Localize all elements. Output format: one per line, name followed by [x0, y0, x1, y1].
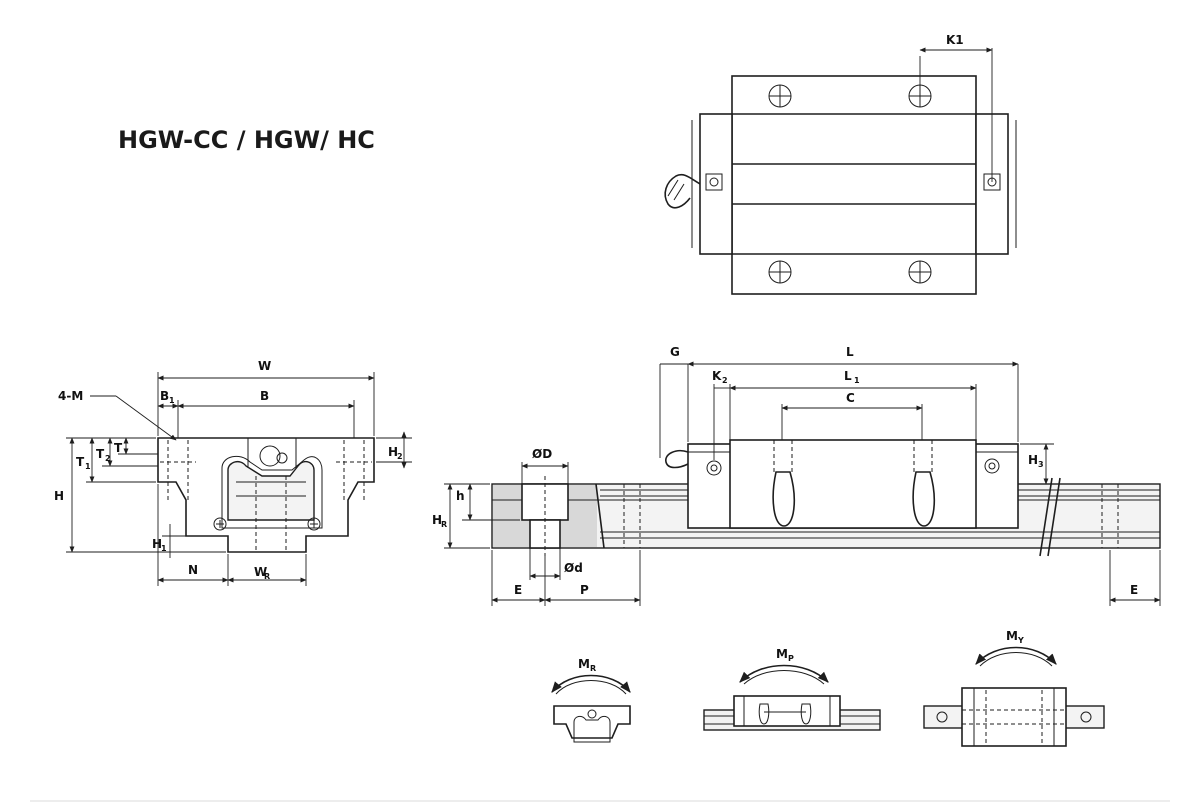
pitch-arrow-icon	[739, 664, 829, 683]
side-view: G L K 2 L 1 C H 3 ØD h H R	[432, 345, 1161, 606]
label-t: T	[114, 441, 123, 455]
label-c: C	[846, 391, 855, 405]
label-h-small: h	[456, 489, 465, 503]
front-view: W B 1 B 4-M H T 1 T 2 T H 2	[54, 359, 412, 586]
grease-hole	[259, 445, 281, 467]
break-line	[1039, 477, 1053, 557]
label-mp-sub: P	[788, 654, 794, 663]
label-l1-sub: 1	[854, 376, 860, 385]
bolt-slot	[912, 471, 936, 527]
ball-circuit	[307, 517, 321, 531]
side-grease-nipple	[665, 449, 689, 469]
end-seal-screw	[705, 173, 723, 191]
break-line	[1047, 477, 1061, 557]
label-wr-sub: R	[264, 572, 270, 581]
label-l: L	[846, 345, 854, 359]
label-b1-sub: 1	[169, 396, 175, 405]
side-screw	[984, 458, 1000, 474]
label-b1: B	[160, 389, 169, 403]
top-view-left-end-cap	[699, 113, 733, 255]
label-e-right: E	[1130, 583, 1138, 597]
label-g: G	[670, 345, 680, 359]
grease-nipple	[664, 173, 701, 209]
label-e-left: E	[514, 583, 522, 597]
label-k2: K	[712, 369, 722, 383]
label-mr: M	[578, 657, 590, 671]
label-od: ØD	[532, 447, 552, 461]
label-l1: L	[844, 369, 852, 383]
label-hr-sub: R	[441, 520, 447, 529]
label-mp: M	[776, 647, 788, 661]
label-my-sub: Y	[1017, 636, 1024, 645]
ball-circuit	[213, 517, 227, 531]
label-w: W	[258, 359, 271, 373]
label-p: P	[580, 583, 589, 597]
label-h2-sub: 2	[397, 452, 403, 461]
label-t1: T	[76, 455, 85, 469]
label-h1-sub: 1	[161, 544, 167, 553]
label-wr: W	[254, 565, 267, 579]
label-h3-sub: 3	[1038, 460, 1044, 469]
yaw-arrow-icon	[975, 646, 1057, 665]
drawing-title: HGW-CC / HGW/ HC	[118, 126, 375, 154]
label-my: M	[1006, 629, 1018, 643]
label-4m: 4-M	[58, 389, 83, 403]
label-h: H	[54, 489, 64, 503]
roll-arrow-icon	[551, 674, 631, 693]
bottom-divider	[30, 800, 1170, 802]
label-k1: K1	[946, 33, 964, 47]
moment-icon-yaw: M Y	[923, 629, 1105, 747]
side-screw	[706, 460, 722, 476]
label-b: B	[260, 389, 269, 403]
label-hr: H	[432, 513, 442, 527]
label-mr-sub: R	[590, 664, 596, 673]
label-t2-sub: 2	[105, 454, 111, 463]
moment-icon-pitch: M P	[703, 647, 881, 731]
label-od-small: Ød	[564, 561, 583, 575]
label-t2: T	[96, 447, 105, 461]
top-view-block-body	[731, 75, 977, 295]
label-h2: H	[388, 445, 398, 459]
label-k2-sub: 2	[722, 376, 728, 385]
label-h3: H	[1028, 453, 1038, 467]
label-t1-sub: 1	[85, 462, 91, 471]
label-h1: H	[152, 537, 162, 551]
moment-icon-roll: M R	[551, 657, 631, 743]
top-view: K1	[664, 33, 1017, 295]
front-view-rail	[227, 460, 315, 521]
bolt-slot	[772, 471, 796, 527]
label-n: N	[188, 563, 198, 577]
